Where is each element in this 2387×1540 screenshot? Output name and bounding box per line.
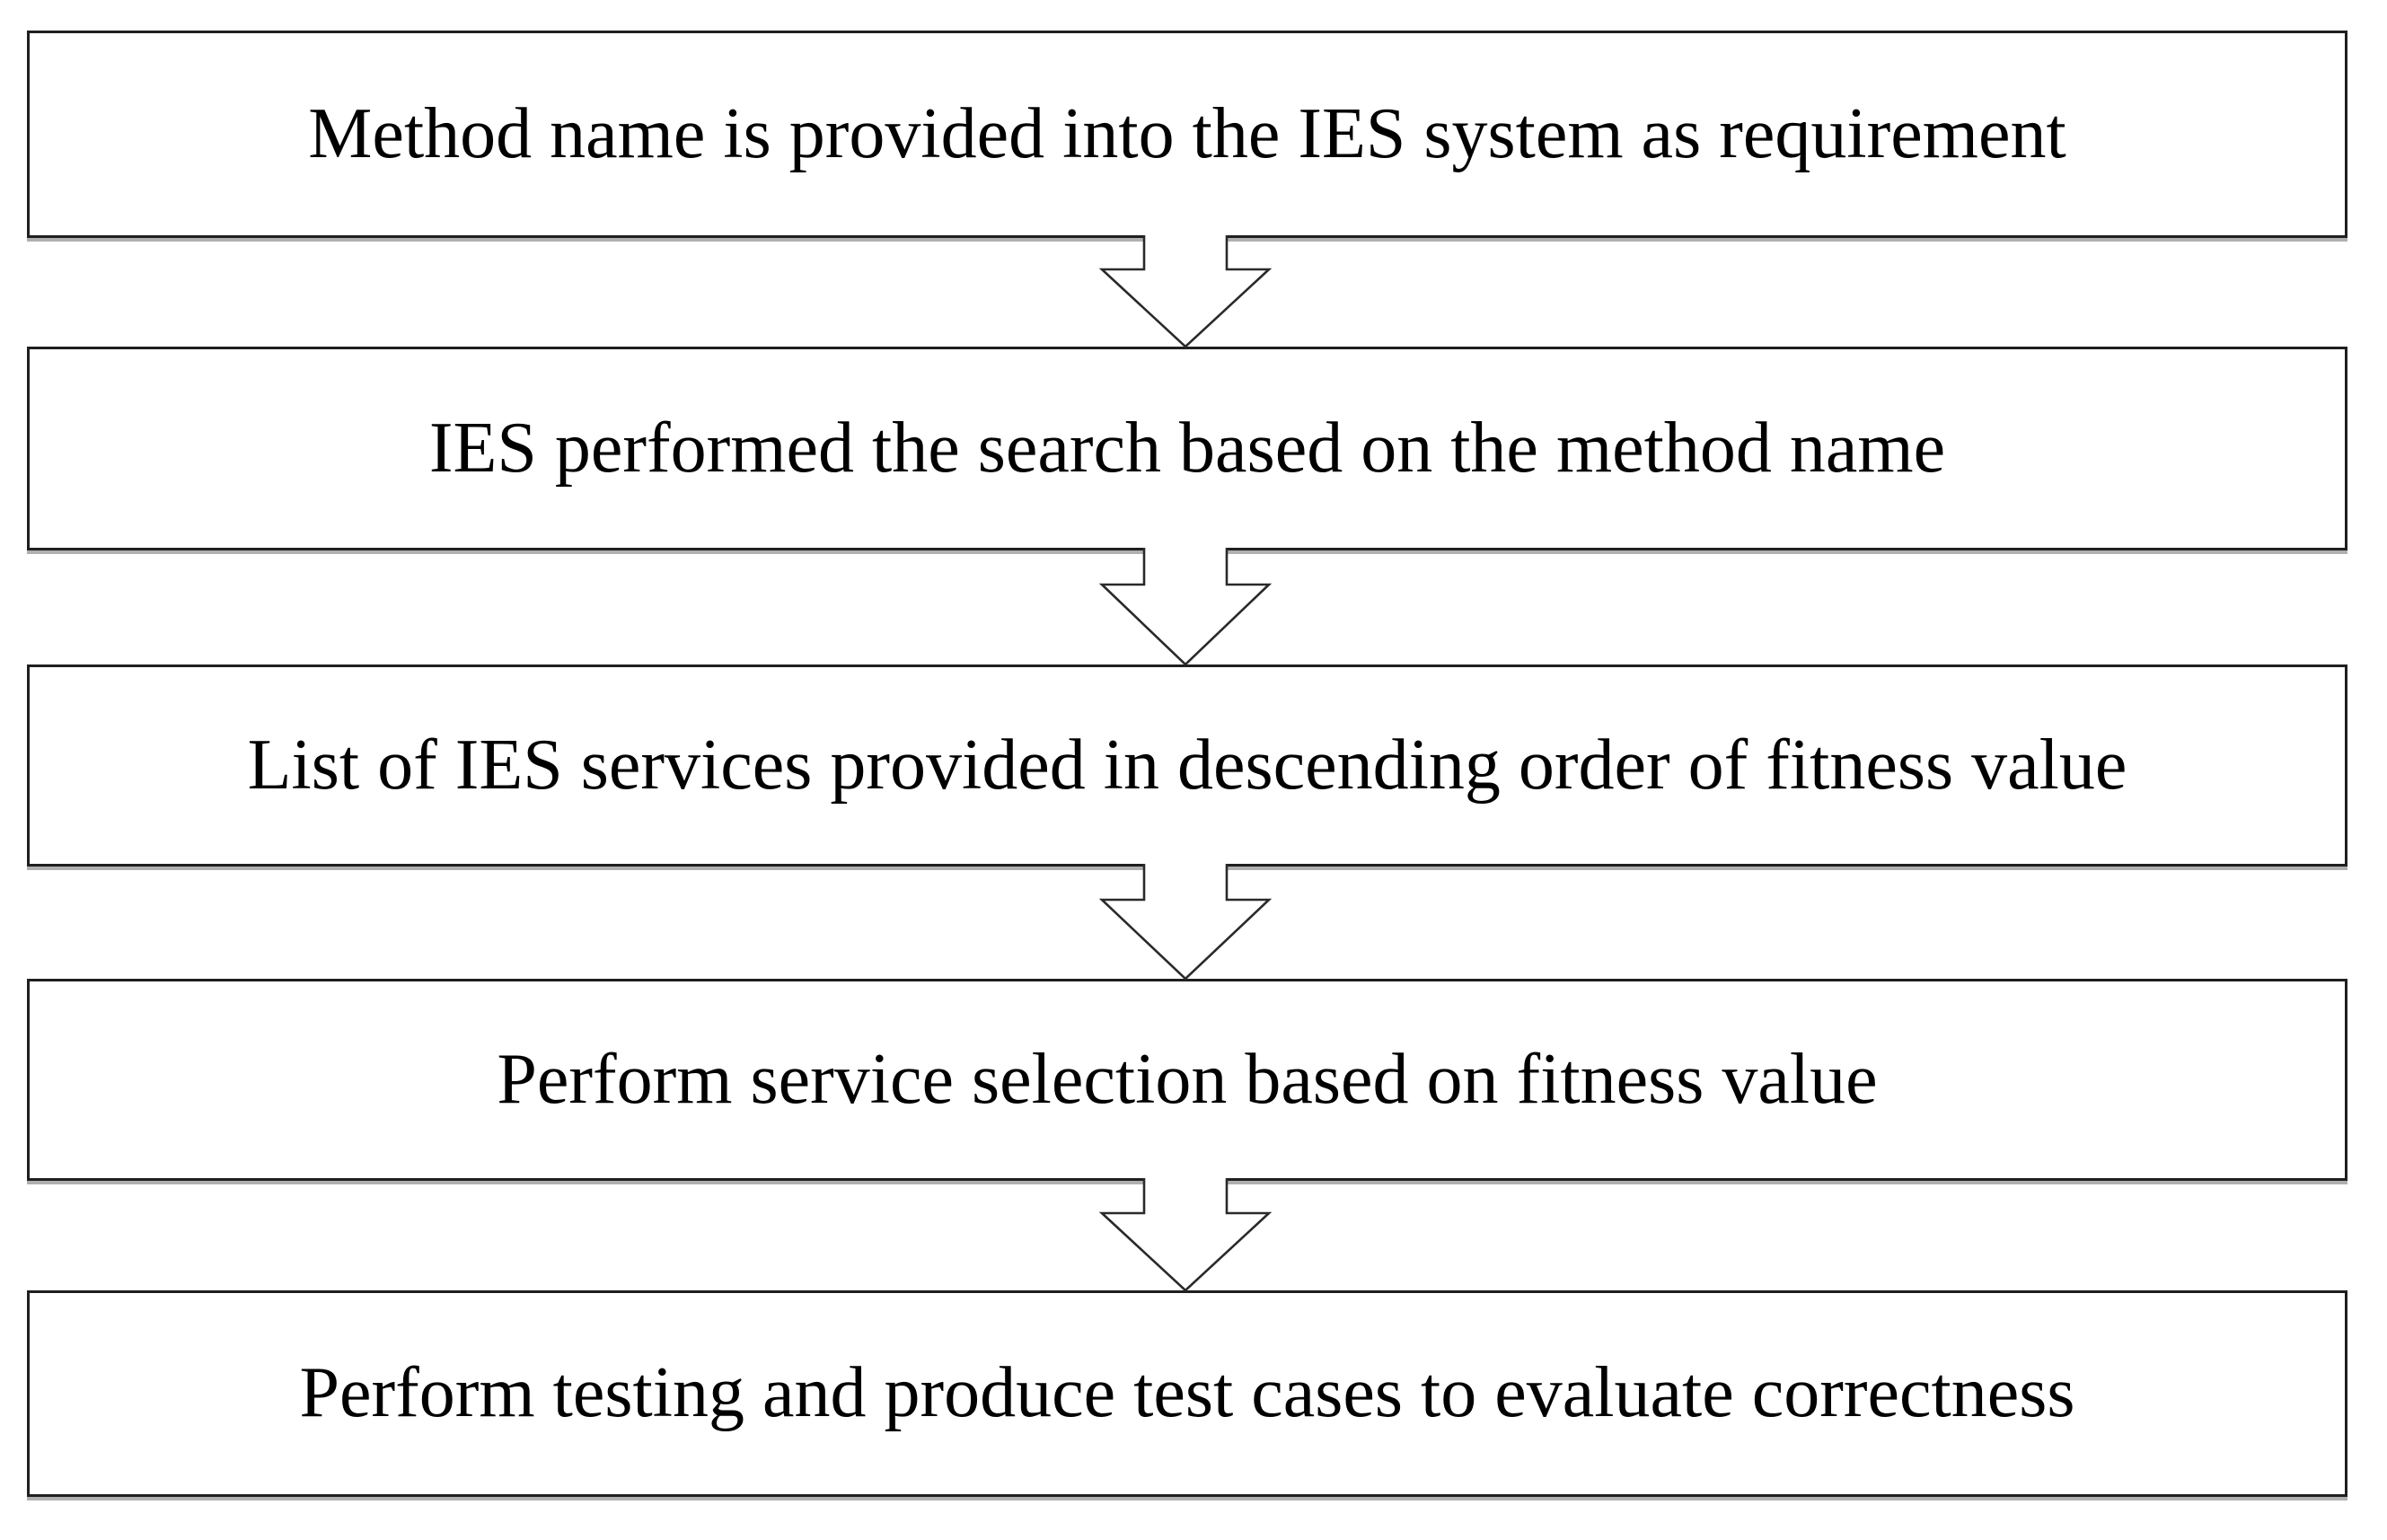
flow-step-3-label: List of IES services provided in descend… bbox=[247, 725, 2127, 805]
flow-step-3: List of IES services provided in descend… bbox=[27, 664, 2347, 867]
down-arrow-icon bbox=[1098, 548, 1273, 666]
flow-step-1-label: Method name is provided into the IES sys… bbox=[308, 93, 2066, 173]
flow-step-5-label: Perform testing and produce test cases t… bbox=[299, 1353, 2075, 1433]
flow-step-4: Perform service selection based on fitne… bbox=[27, 979, 2347, 1181]
down-arrow-icon bbox=[1098, 864, 1273, 981]
flow-step-1: Method name is provided into the IES sys… bbox=[27, 31, 2347, 238]
flow-step-2: IES performed the search based on the me… bbox=[27, 347, 2347, 550]
flow-step-2-label: IES performed the search based on the me… bbox=[428, 408, 1946, 488]
flow-step-4-label: Perform service selection based on fitne… bbox=[497, 1039, 1878, 1119]
down-arrow-icon bbox=[1098, 235, 1273, 348]
flow-step-5: Perform testing and produce test cases t… bbox=[27, 1290, 2347, 1497]
down-arrow-icon bbox=[1098, 1178, 1273, 1292]
